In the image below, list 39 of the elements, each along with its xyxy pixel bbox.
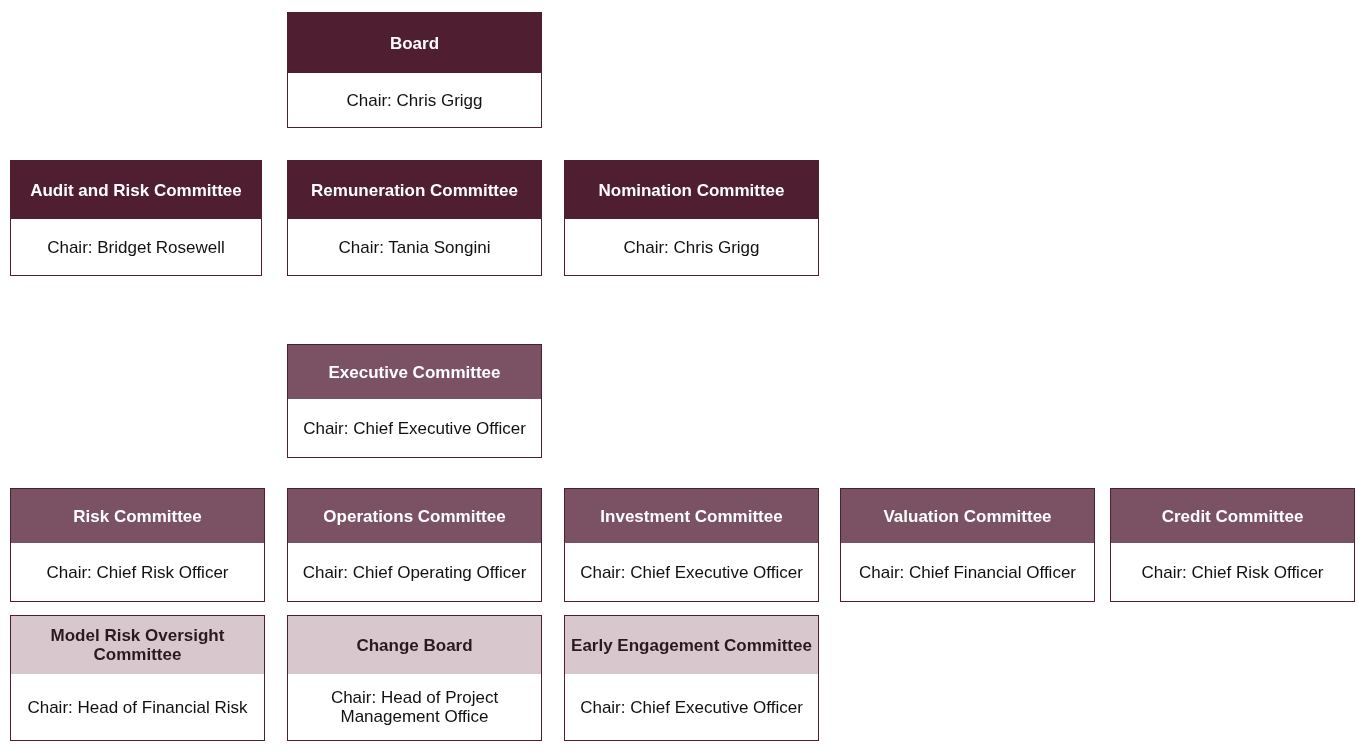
- committee-heading: Investment Committee: [600, 506, 783, 526]
- chair-text: Chair: Chief Executive Officer: [580, 697, 803, 717]
- committee-heading: Model Risk Oversight Committee: [49, 626, 226, 664]
- chair-text: Chair: Tania Songini: [338, 237, 491, 257]
- chair-text: Chair: Chief Operating Officer: [302, 562, 527, 582]
- chair-text: Chair: Chief Risk Officer: [46, 562, 229, 582]
- committee-heading: Early Engagement Committee: [571, 635, 812, 655]
- chair-text: Chair: Chief Risk Officer: [1141, 562, 1324, 582]
- committee-card: [840, 488, 1095, 602]
- chair-text: Chair: Chris Grigg: [346, 90, 483, 110]
- chair-text: Chair: Head of Financial Risk: [27, 697, 248, 717]
- committee-card: [287, 615, 542, 741]
- committee-card: [10, 160, 262, 276]
- chair-text: Chair: Chief Financial Officer: [859, 562, 1076, 582]
- committee-heading: Change Board: [356, 635, 473, 655]
- committee-heading: Remuneration Committee: [311, 180, 518, 200]
- committee-card: [10, 615, 265, 741]
- committee-heading: Risk Committee: [73, 506, 202, 526]
- committee-heading: Nomination Committee: [598, 180, 785, 200]
- committee-heading: Audit and Risk Committee: [30, 180, 242, 200]
- chair-text: Chair: Bridget Rosewell: [47, 237, 225, 257]
- committee-card: [564, 615, 819, 741]
- committee-heading: Executive Committee: [328, 362, 501, 382]
- committee-card: [287, 160, 542, 276]
- committee-heading: Operations Committee: [323, 506, 506, 526]
- committee-card: [287, 488, 542, 602]
- committee-heading: Valuation Committee: [883, 506, 1052, 526]
- committee-heading: Board: [389, 33, 440, 53]
- committee-card: [287, 344, 542, 458]
- chair-text: Chair: Head of Project Management Office: [329, 688, 500, 726]
- committee-card: [10, 488, 265, 602]
- chair-text: Chair: Chris Grigg: [623, 237, 760, 257]
- committee-heading: Credit Committee: [1161, 506, 1304, 526]
- committee-card: [287, 12, 542, 128]
- committee-card: [1110, 488, 1355, 602]
- chair-text: Chair: Chief Executive Officer: [303, 418, 526, 438]
- chair-text: Chair: Chief Executive Officer: [580, 562, 803, 582]
- committee-card: [564, 160, 819, 276]
- committee-card: [564, 488, 819, 602]
